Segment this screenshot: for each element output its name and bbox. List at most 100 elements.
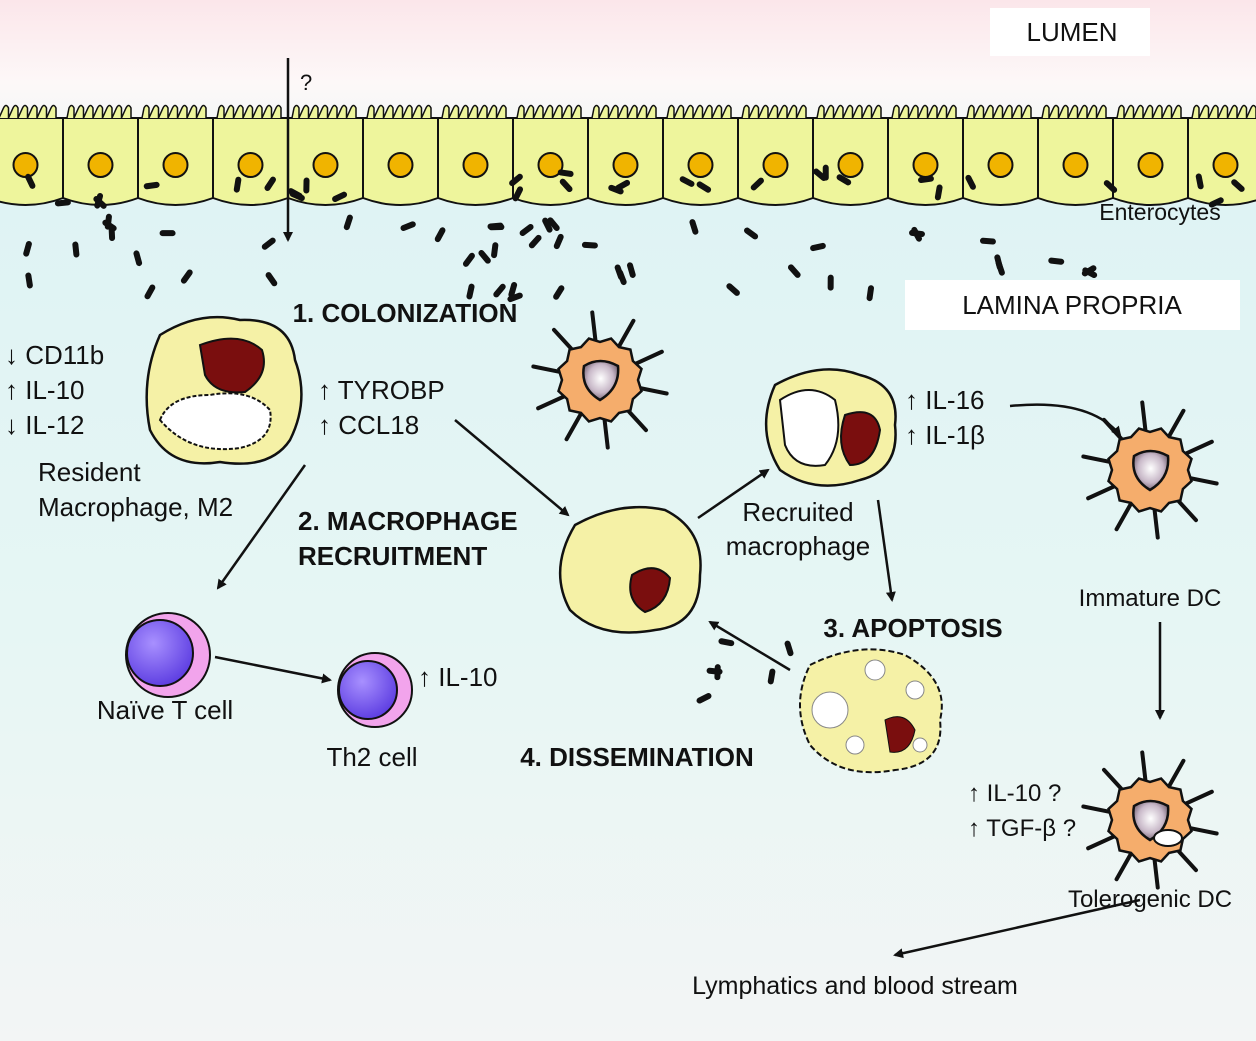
bacterium <box>434 227 446 243</box>
bacterium <box>626 262 636 278</box>
bacterium <box>696 181 712 193</box>
enterocyte <box>962 104 1039 206</box>
bacterium <box>934 184 943 201</box>
th2-secreted: ↑ IL-10 <box>418 662 498 692</box>
dc-secreted: ↑ TGF-β ? <box>968 815 1076 842</box>
bacterium <box>965 174 976 190</box>
bacterium <box>542 217 553 233</box>
bacterium <box>810 242 826 252</box>
enterocyte <box>737 104 814 206</box>
resident-label: Resident <box>38 457 141 487</box>
bacterium <box>466 283 475 300</box>
bacterium <box>679 176 695 187</box>
lamina-propria-label: LAMINA PROPRIA <box>962 290 1182 320</box>
resident-marker: ↓ CD11b <box>5 340 104 370</box>
enterocytes-label: Enterocytes <box>1099 199 1220 225</box>
bacterium <box>508 281 518 298</box>
enterocyte <box>362 104 439 206</box>
resident-marker: ↑ IL-10 <box>5 375 85 405</box>
bacterium <box>706 667 723 675</box>
bacterium <box>507 292 523 303</box>
arrow-to-naive-t <box>216 464 307 590</box>
step-apoptosis: 3. APOPTOSIS <box>823 613 1002 643</box>
bacterium <box>72 241 80 258</box>
bacterium <box>54 199 71 207</box>
arrow-to-lymphatics <box>893 898 1141 959</box>
dc-secreted: ↑ IL-10 ? <box>968 780 1061 807</box>
bacterium <box>1082 267 1098 279</box>
bacterium <box>547 217 560 232</box>
enterocyte <box>62 104 139 206</box>
bacterium <box>1103 180 1118 193</box>
arrow-dissemination <box>708 620 791 672</box>
bacterium <box>787 264 801 278</box>
bacterium <box>519 223 534 237</box>
entry-question: ? <box>300 70 312 95</box>
bacterium <box>784 640 794 657</box>
enterocyte-nucleus <box>1062 152 1089 178</box>
bacterium <box>1231 179 1245 192</box>
bacterium <box>615 179 631 191</box>
bacterium <box>866 285 874 302</box>
arrow-to-immature-dc <box>1009 403 1122 437</box>
tolerogenic-dc-label: Tolerogenic DC <box>1068 886 1232 913</box>
enterocyte-nucleus <box>537 152 564 178</box>
epithelium <box>0 104 1256 206</box>
bacterium <box>303 177 310 194</box>
enterocyte <box>137 104 214 206</box>
enterocyte-nucleus <box>687 152 714 178</box>
bacterium <box>478 249 491 264</box>
enterocyte <box>212 104 289 206</box>
dc-nucleus <box>1132 799 1170 842</box>
bacterium <box>979 237 996 245</box>
bacterium <box>289 190 305 202</box>
arrow-to-apoptosis <box>876 499 896 602</box>
enterocyte <box>587 104 664 206</box>
bacterium <box>557 169 574 177</box>
enterocyte <box>662 104 739 206</box>
bacterium <box>343 214 353 231</box>
bacterium <box>581 241 598 249</box>
enterocyte <box>887 104 964 206</box>
bacterium <box>553 285 565 300</box>
bacterium <box>143 181 160 190</box>
enterocyte-nucleus <box>162 152 189 178</box>
resident-macrophage <box>145 315 303 465</box>
naive-t-cell <box>125 612 211 698</box>
bacterium <box>261 237 276 250</box>
immature-dendritic-cell <box>1081 400 1219 540</box>
bacterium <box>827 274 834 291</box>
naive-t-label: Naïve T cell <box>97 695 233 725</box>
bacterium <box>180 269 193 284</box>
arrow-recruitment <box>454 419 570 517</box>
bacterium <box>133 250 143 267</box>
bacterium <box>995 260 1005 276</box>
bacterium <box>491 242 499 259</box>
dc-nucleus <box>1132 449 1170 492</box>
bacterium <box>509 173 523 187</box>
bacterium <box>332 191 348 202</box>
bacterium <box>108 225 116 242</box>
enterocyte <box>512 104 589 206</box>
enterocyte-nucleus <box>387 152 414 178</box>
bacteria <box>23 164 1245 704</box>
lymphatics-label: Lymphatics and blood stream <box>692 972 1018 1000</box>
lumen-label: LUMEN <box>1026 17 1117 47</box>
bacterium <box>617 269 627 286</box>
enterocyte <box>1187 104 1256 206</box>
bacterium <box>1048 257 1065 265</box>
enterocyte-nucleus <box>837 152 864 178</box>
bacterium <box>1195 173 1204 190</box>
bacterium <box>25 173 36 189</box>
bacterium <box>911 226 922 242</box>
bacterium <box>718 638 735 647</box>
bacterium <box>744 227 759 240</box>
bacterium <box>265 272 278 287</box>
bacterium <box>767 668 776 685</box>
lamina-propria-box <box>905 280 1240 330</box>
bacterium <box>144 284 156 300</box>
bacterium <box>726 283 740 296</box>
bacterium <box>233 176 242 193</box>
enterocyte <box>437 104 514 206</box>
